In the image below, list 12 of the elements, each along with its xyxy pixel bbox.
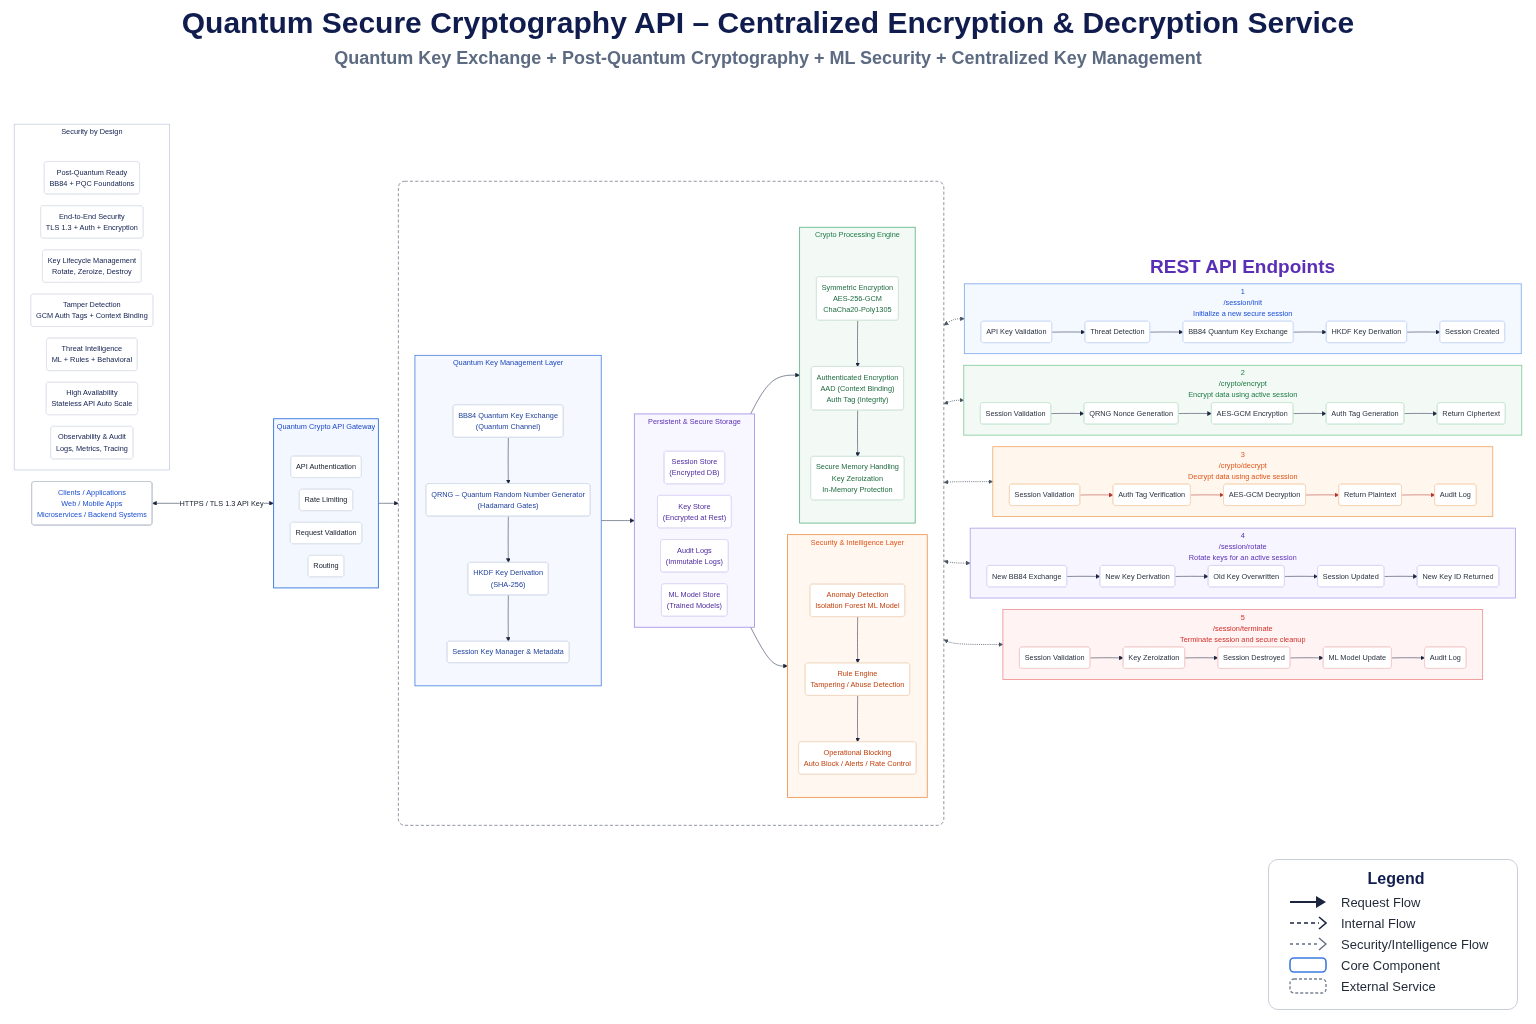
arrow	[943, 397, 964, 405]
legend-label: Core Component	[1341, 957, 1440, 973]
arrow	[943, 316, 965, 326]
diagram-title: Quantum Secure Cryptography API – Centralized Encryption & Decryption Service	[181, 6, 1355, 40]
subtitle: Quantum Key Exchange + Post-Quantum Cryptography + ML Security + Centralized Key Management	[334, 48, 1202, 69]
legend-title: Legend	[1366, 870, 1426, 888]
legend-label: Internal Flow	[1341, 915, 1416, 931]
legend-label: Security/Intelligence Flow	[1341, 936, 1489, 952]
legend-label: External Service	[1341, 978, 1436, 994]
legend-label: Request Flow	[1341, 894, 1421, 910]
cluster	[398, 180, 945, 826]
section-heading: REST API Endpoints	[1150, 256, 1336, 278]
